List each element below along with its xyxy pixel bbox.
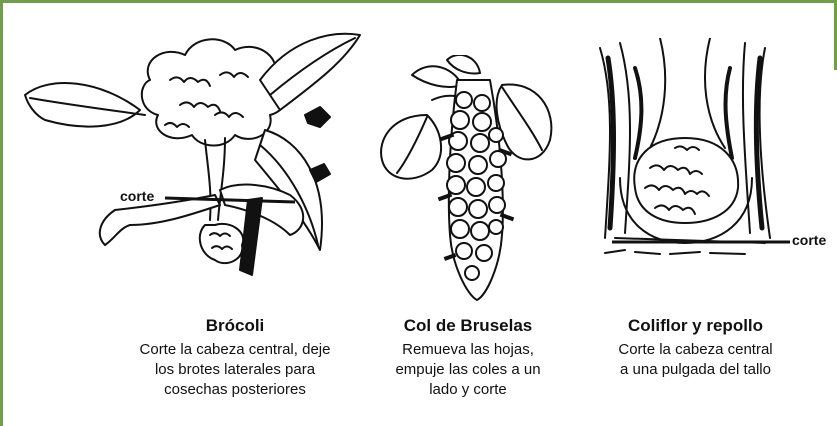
brussels-sprouts-illustration <box>380 55 553 301</box>
broccoli-illustration <box>24 32 361 276</box>
cauliflower-description: Corte la cabeza central a una pulgada de… <box>618 341 773 378</box>
broccoli-cut-label: corte <box>120 188 155 204</box>
broccoli-description: Corte la cabeza central, deje los brotes… <box>139 341 331 398</box>
broccoli-caption: Brócoli Corte la cabeza central, deje lo… <box>100 316 370 400</box>
brussels-title: Col de Bruselas <box>403 316 533 335</box>
cauliflower-caption: Coliflor y repollo Corte la cabeza centr… <box>588 316 803 380</box>
frame-right-edge <box>834 0 837 70</box>
cauliflower-cut-label: corte <box>792 232 827 248</box>
cauliflower-cabbage-illustration <box>599 38 790 255</box>
cauliflower-title: Coliflor y repollo <box>627 316 764 335</box>
brussels-description: Remueva las hojas, empuje las coles a un… <box>395 341 541 398</box>
broccoli-title: Brócoli <box>205 316 265 335</box>
brussels-caption: Col de Bruselas Remueva las hojas, empuj… <box>368 316 568 400</box>
